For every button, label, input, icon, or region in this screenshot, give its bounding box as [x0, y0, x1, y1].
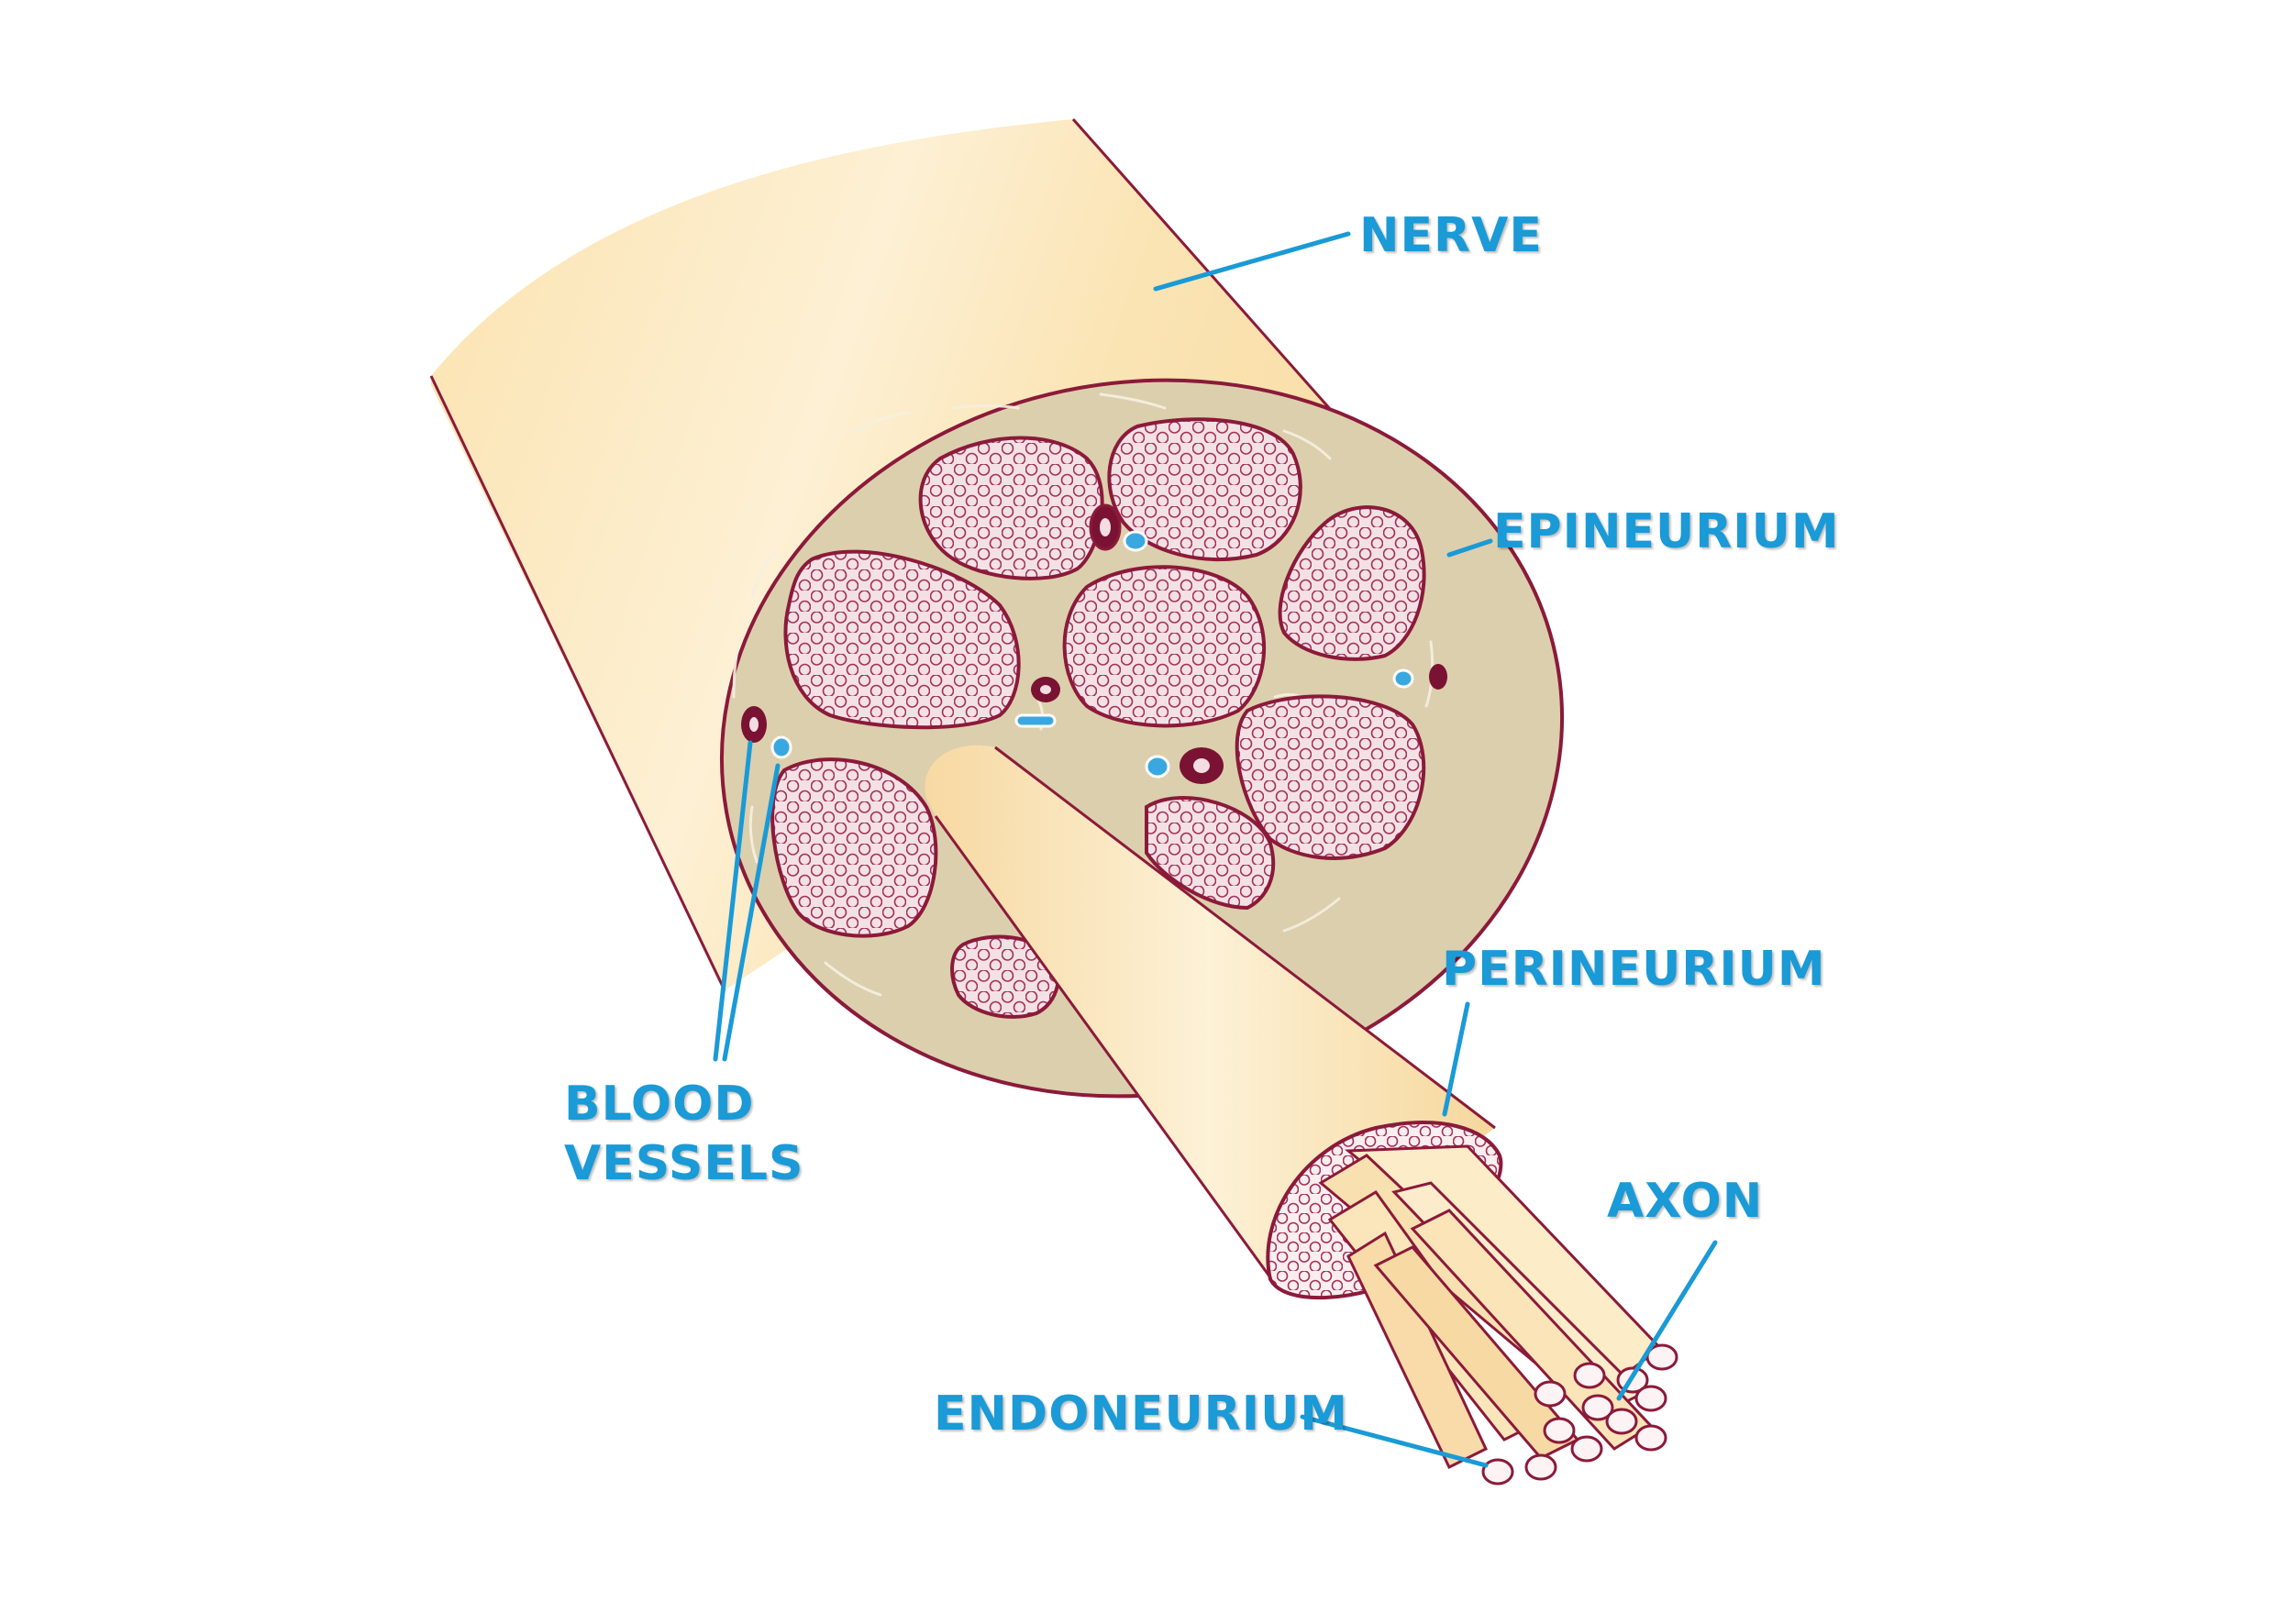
fascicle	[918, 436, 1104, 580]
label-epineurium: EPINEURIUM	[1493, 504, 1840, 559]
fascicles	[770, 417, 1426, 1019]
endoneurium-leader	[1300, 1414, 1489, 1468]
label-perineurium: PERINEURIUM	[1442, 942, 1826, 997]
axon-leader	[1616, 1240, 1718, 1401]
fascicle	[1062, 565, 1267, 728]
fascicle	[1235, 694, 1426, 860]
fascicle	[770, 757, 938, 938]
label-blood-vessels: BLOOD VESSELS	[564, 1077, 804, 1191]
fascicle	[783, 549, 1021, 730]
axon-ends	[1481, 1343, 1678, 1486]
epineurium-leader	[1446, 538, 1493, 558]
blood-vessels-leader	[713, 740, 753, 1062]
fascicle	[1278, 505, 1426, 661]
leader-lines	[713, 231, 1718, 1468]
fascicle	[1145, 796, 1276, 911]
blood-vessels	[741, 503, 1447, 784]
label-axon: AXON	[1607, 1174, 1764, 1229]
fascicle	[1107, 417, 1302, 562]
nerve-leader	[1153, 231, 1351, 292]
blood-vessels-leader	[722, 763, 781, 1062]
label-endoneurium: ENDONEURIUM	[934, 1386, 1349, 1442]
label-nerve: NERVE	[1359, 208, 1543, 263]
perineurium-leader	[1442, 1001, 1470, 1117]
